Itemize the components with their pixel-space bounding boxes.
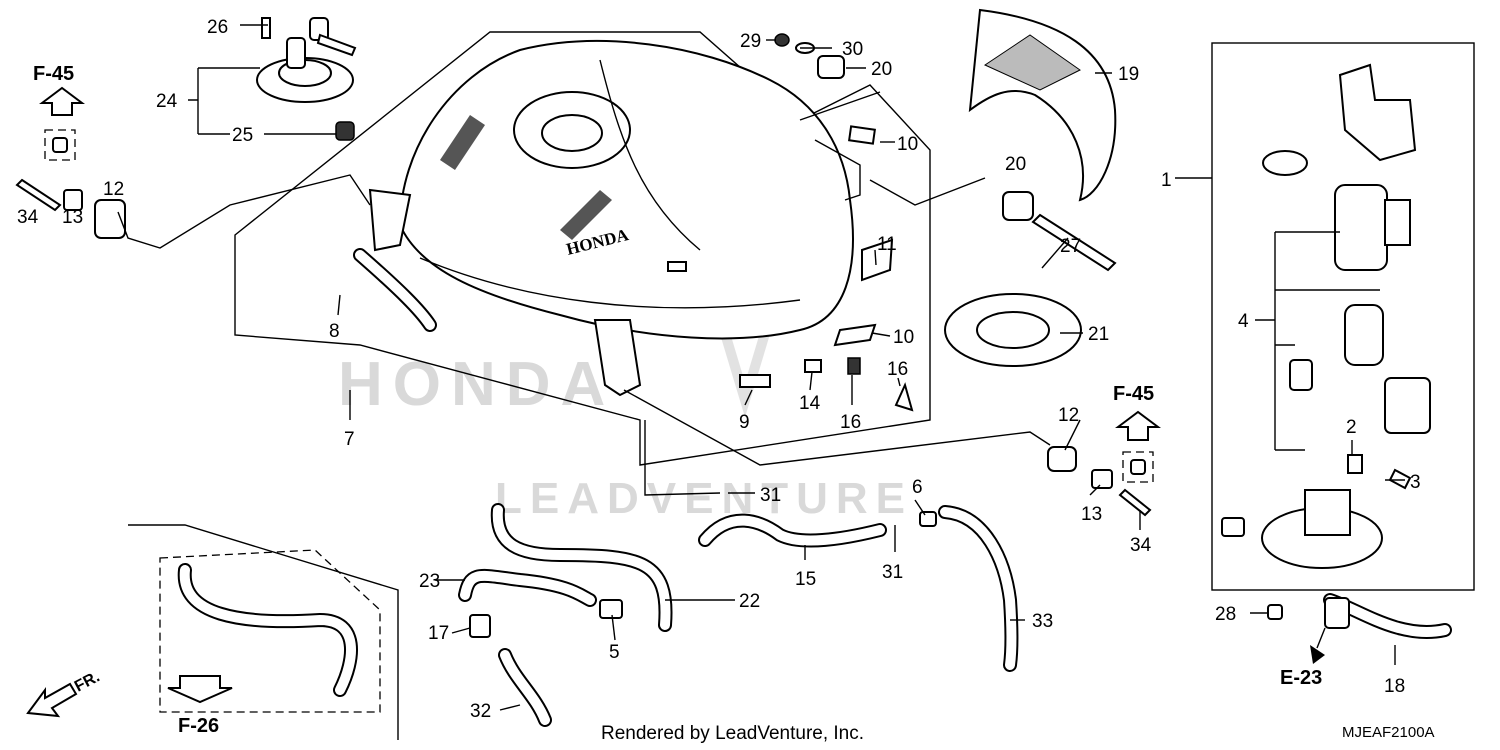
callout-32[interactable]: 32 [470,701,491,722]
callout-23[interactable]: 23 [419,571,440,592]
ref-label-e23: E-23 [1280,667,1322,689]
callout-5[interactable]: 5 [609,642,620,663]
callout-22[interactable]: 22 [739,591,760,612]
callout-30[interactable]: 30 [842,39,863,60]
ref-label-f26: F-26 [178,715,219,737]
watermark: HONDA LEADVENTURE [338,245,913,523]
down-arrow-icon [167,675,233,704]
callout-25[interactable]: 25 [232,125,253,146]
callout-9[interactable]: 9 [739,412,750,433]
tank-wing-logo-icon [440,115,485,170]
callout-8[interactable]: 8 [329,321,340,342]
callout-21[interactable]: 21 [1088,324,1109,345]
section-ref-e23[interactable]: E-23 [1280,627,1326,689]
callout-13a[interactable]: 13 [62,207,83,228]
front-arrow-label: FR. [72,668,103,695]
section-ref-f45-right[interactable]: F-45 [1113,383,1161,483]
section-ref-f45-left[interactable]: F-45 [33,63,85,161]
callout-29[interactable]: 29 [740,31,761,52]
pump-nut [1267,604,1283,620]
callout-19[interactable]: 19 [1118,64,1139,85]
section-ref-f26[interactable]: F-26 [167,675,233,737]
f26-dashed-box [159,549,381,713]
callout-10a[interactable]: 10 [897,134,918,155]
callout-31b[interactable]: 31 [882,562,903,583]
fuel-pump-module[interactable] [1221,63,1431,569]
ref-label-f45-right: F-45 [1113,383,1154,405]
f45-left-dashed-box [44,129,76,161]
f45-right-dashed-box [1122,451,1154,483]
callout-17[interactable]: 17 [428,623,449,644]
hoses [177,248,1452,727]
ref-label-f45-left: F-45 [33,63,74,85]
callout-27[interactable]: 27 [1060,236,1081,257]
tank-rear-bracket [593,319,642,397]
down-arrow-icon-2 [1310,645,1325,664]
callout-13b[interactable]: 13 [1081,504,1102,525]
watermark-brand-bottom: LEADVENTURE [495,474,913,523]
callout-6[interactable]: 6 [912,477,923,498]
pump-connector [1324,597,1350,629]
small-parts [15,33,1152,517]
fuel-tank[interactable]: HONDA [398,40,861,340]
callout-34b[interactable]: 34 [1130,535,1152,556]
tank-assembly-outline [234,31,931,466]
cap-seal [335,121,355,141]
callout-12a[interactable]: 12 [103,179,124,200]
callout-4[interactable]: 4 [1238,311,1249,332]
callout-15[interactable]: 15 [795,569,816,590]
callout-1[interactable]: 1 [1161,170,1172,191]
callout-20a[interactable]: 20 [871,59,892,80]
footer-credit: Rendered by LeadVenture, Inc. [601,723,864,744]
front-direction-indicator: FR. [26,668,103,718]
callout-7[interactable]: 7 [344,429,355,450]
watermark-brand-top: HONDA [338,350,615,419]
up-arrow-icon-2 [1115,410,1161,441]
leader-lines [117,24,1405,711]
callout-20b[interactable]: 20 [1005,154,1026,175]
callout-3[interactable]: 3 [1410,472,1421,493]
callouts: 1 2 3 4 5 6 7 8 9 10 10 11 12 12 13 13 1… [17,17,1421,722]
tank-pad [968,8,1117,202]
callout-24[interactable]: 24 [156,91,178,112]
callout-16a[interactable]: 16 [840,412,861,433]
callout-31a[interactable]: 31 [760,485,781,506]
callout-16b[interactable]: 16 [887,359,908,380]
key-icon [286,37,306,69]
front-arrow-icon [26,682,78,718]
callout-12b[interactable]: 12 [1058,405,1079,426]
callout-11[interactable]: 11 [877,234,897,255]
callout-10b[interactable]: 10 [893,327,914,348]
diagram-code: MJEAF2100A [1342,724,1435,741]
callout-2[interactable]: 2 [1346,417,1357,438]
fuel-cap-assembly[interactable] [256,17,357,103]
callout-34a[interactable]: 34 [17,207,39,228]
tank-wing-logo-icon-2 [560,190,612,240]
up-arrow-icon [39,86,85,116]
callout-33[interactable]: 33 [1032,611,1053,632]
callout-26[interactable]: 26 [207,17,228,38]
callout-14[interactable]: 14 [799,393,821,414]
callout-28[interactable]: 28 [1215,604,1236,625]
callout-18[interactable]: 18 [1384,676,1405,697]
tank-front-bracket [368,188,412,252]
fuel-pump-box [1211,42,1475,591]
